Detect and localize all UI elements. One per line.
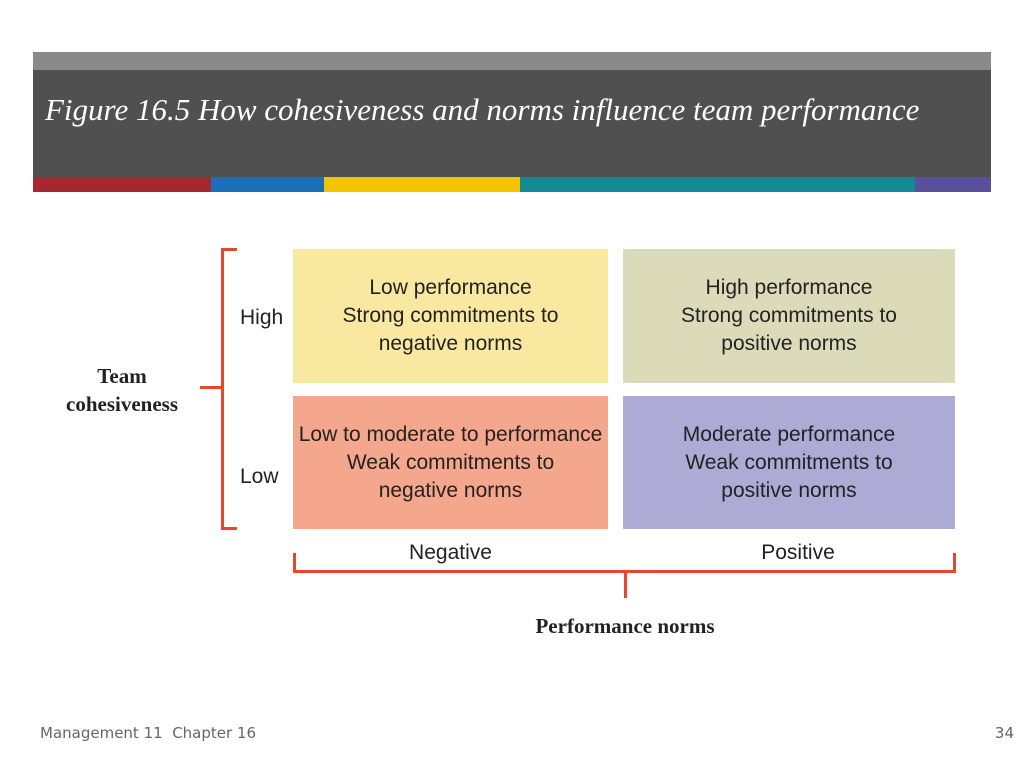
- y-axis-title-line1: Team: [97, 364, 147, 388]
- strip-segment-teal: [520, 177, 915, 192]
- y-bracket-bottom-tick: [221, 527, 237, 530]
- cell-high-positive-line2: Strong commitments to: [681, 304, 897, 327]
- cell-high-negative-line3: negative norms: [378, 332, 523, 355]
- cell-low-negative: Low to moderate to performance Weak comm…: [293, 396, 608, 529]
- title-band: Figure 16.5 How cohesiveness and norms i…: [33, 52, 991, 192]
- cell-high-positive-line3: positive norms: [721, 332, 857, 355]
- cell-low-negative-line2: Weak commitments to: [346, 450, 555, 474]
- slide-title: Figure 16.5 How cohesiveness and norms i…: [45, 92, 920, 127]
- x-axis-title: Performance norms: [535, 614, 715, 638]
- title-top-strip: [33, 52, 991, 70]
- y-axis-title: Team cohesiveness: [44, 362, 200, 418]
- strip-segment-purple: [915, 177, 991, 192]
- cell-low-negative-line3: negative norms: [378, 478, 523, 502]
- strip-segment-red: [33, 177, 211, 192]
- x-positive-label: Positive: [761, 541, 835, 564]
- cell-high-positive-line1: High performance: [705, 276, 873, 299]
- strip-segment-yellow: [324, 177, 520, 192]
- x-bracket-center-tick: [624, 570, 627, 598]
- strip-segment-blue: [211, 177, 324, 192]
- y-bracket-center-tick: [200, 386, 222, 389]
- cell-high-positive: High performance Strong commitments to p…: [623, 249, 955, 383]
- y-high-label: High: [240, 306, 284, 329]
- y-low-label: Low: [240, 465, 279, 488]
- color-strip: [33, 177, 991, 192]
- y-bracket-top-tick: [221, 248, 237, 251]
- cell-high-negative-line1: Low performance: [369, 276, 532, 299]
- cell-low-negative-line1: Low to moderate to performance: [298, 422, 603, 446]
- x-negative-label: Negative: [409, 541, 492, 564]
- cell-low-positive-line2: Weak commitments to: [685, 450, 893, 474]
- cell-low-positive-line1: Moderate performance: [682, 422, 896, 446]
- cell-low-positive: Moderate performance Weak commitments to…: [623, 396, 955, 529]
- y-axis-title-line2: cohesiveness: [66, 392, 178, 416]
- cell-high-negative-line2: Strong commitments to: [342, 304, 559, 327]
- cell-high-negative: Low performance Strong commitments to ne…: [293, 249, 608, 383]
- page-number: 34: [994, 724, 1014, 742]
- x-bracket-right-tick: [953, 553, 956, 573]
- footer-text: Management 11 Chapter 16: [40, 724, 257, 742]
- cell-low-positive-line3: positive norms: [721, 478, 857, 502]
- x-bracket-left-tick: [293, 553, 296, 573]
- y-bracket-vertical: [221, 248, 224, 530]
